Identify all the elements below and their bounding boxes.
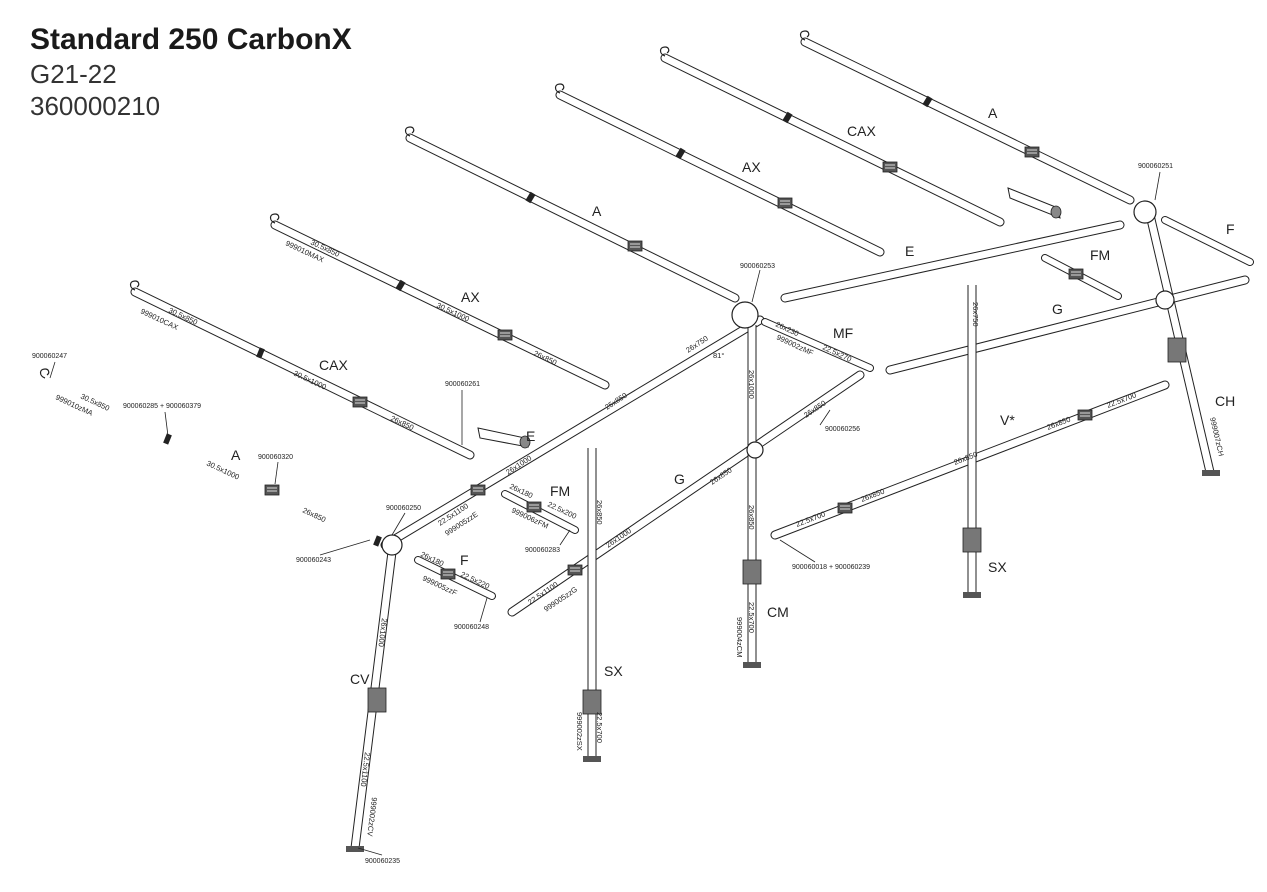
part-fm-back [1041,254,1122,300]
label-fm-front: FM [550,483,570,499]
label-cm: CM [767,604,789,620]
roof-pole-ax-front [269,213,610,390]
cross-pole-g-front [507,370,865,617]
part-f-front [414,556,496,600]
label-fm-back: FM [1090,247,1110,263]
dimension: 26x850 [595,500,604,525]
label-f-back: F [1226,221,1235,237]
part-number: 900060247 [32,353,67,360]
clamp-icon [440,568,456,580]
page-title: Standard 250 CarbonX [30,23,352,56]
part-number: 900060261 [445,381,480,388]
header: Standard 250 CarbonX G21-22 360000210 [30,22,352,122]
connector-g-mid [746,441,764,459]
roof-pole-a-back [799,30,1135,205]
label-sx-back: SX [988,559,1007,575]
article-number: 360000210 [30,91,161,121]
dimension: 22.5x270 [821,343,853,364]
part-number: 900060248 [454,624,489,631]
part-number: 900060018 + 900060239 [792,564,870,571]
roof-pole-cax-front [129,280,475,460]
dimension: 26x1000 [504,453,533,476]
part-f-back [1161,216,1254,266]
dimension: 22.5x700 [1105,390,1137,409]
label-g-front: G [674,471,685,487]
clamp-icon [470,484,486,496]
part-number: 900060253 [740,263,775,270]
clamp-icon [1024,146,1040,158]
clamp-icon [777,197,793,209]
roof-pole-a-front [39,368,384,547]
clamp-icon [1068,268,1084,280]
clamp-icon [352,396,368,408]
dimension: 999002zSX [575,712,584,751]
ridge-pole-e [380,315,765,550]
part-number: 900060256 [825,426,860,433]
part-e-back [1007,187,1062,219]
label-a-front: A [231,447,241,463]
label-cax-back: CAX [847,123,876,139]
part-number: 900060243 [296,557,331,564]
ridge-pole-e-back [780,220,1125,303]
cross-pole-g-back [885,275,1250,375]
part-number: 900060283 [525,547,560,554]
dimension: 22.5x700 [595,712,604,743]
clamp-icon [882,161,898,173]
leg-sx-back [962,285,982,598]
clamp-icon [526,501,542,513]
part-number: 900060250 [386,505,421,512]
clamp-icon [627,240,643,252]
dimension: 22.5x700 [747,602,756,633]
clamp-icon [567,564,583,576]
connector-corner-front [381,534,403,556]
roof-pole-ax-back [554,83,885,257]
label-ax-front: AX [461,289,480,305]
dimension: 22.5x1100 [359,752,372,787]
label-ax-back: AX [742,159,761,175]
part-fm-front [501,490,579,534]
angle-label: 81° [713,351,724,360]
part-number: 900060285 + 900060379 [123,403,201,410]
part-number: 900060320 [258,454,293,461]
leg-cv [346,551,397,852]
label-g-back: G [1052,301,1063,317]
label-a-back: A [988,105,998,121]
clamp-icon [837,502,853,514]
connector-corner-back [1133,200,1157,224]
dimension: 26x850 [389,414,415,433]
label-v: V* [1000,412,1015,428]
clamp-icon [497,329,513,341]
part-e-front [477,427,531,449]
model-code: G21-22 [30,59,117,89]
part-number: 900060235 [365,858,400,865]
label-e-front: E [526,428,535,444]
dimension: 999002zCV [365,797,379,837]
leg-ch [1145,213,1220,476]
label-e-back: E [905,243,914,259]
leg-cm [742,325,762,668]
dimension: 26x850 [747,505,756,530]
dimension: 26x750 [971,302,980,327]
label-cax-front: CAX [319,357,348,373]
label-ch: CH [1215,393,1235,409]
dimension: 26x1000 [747,370,756,399]
label-sx-front: SX [604,663,623,679]
clamp-icon [1077,409,1093,421]
leg-sx-front [582,448,602,762]
label-a-mid: A [592,203,602,219]
label-f-front: F [460,552,469,568]
label-cv: CV [350,671,370,687]
part-number: 900060251 [1138,163,1173,170]
dimension: 26x1000 [377,618,389,648]
label-mf: MF [833,325,853,341]
connector-ridge [731,301,759,329]
dimension: 999004zCM [735,617,744,657]
connector-g-back [1155,290,1175,310]
clamp-icon [264,484,280,496]
roof-pole-a-mid [404,126,740,303]
roof-pole-cax-back [659,46,1005,227]
dimension: 999007zCH [1208,416,1226,457]
part-mf [761,318,874,372]
